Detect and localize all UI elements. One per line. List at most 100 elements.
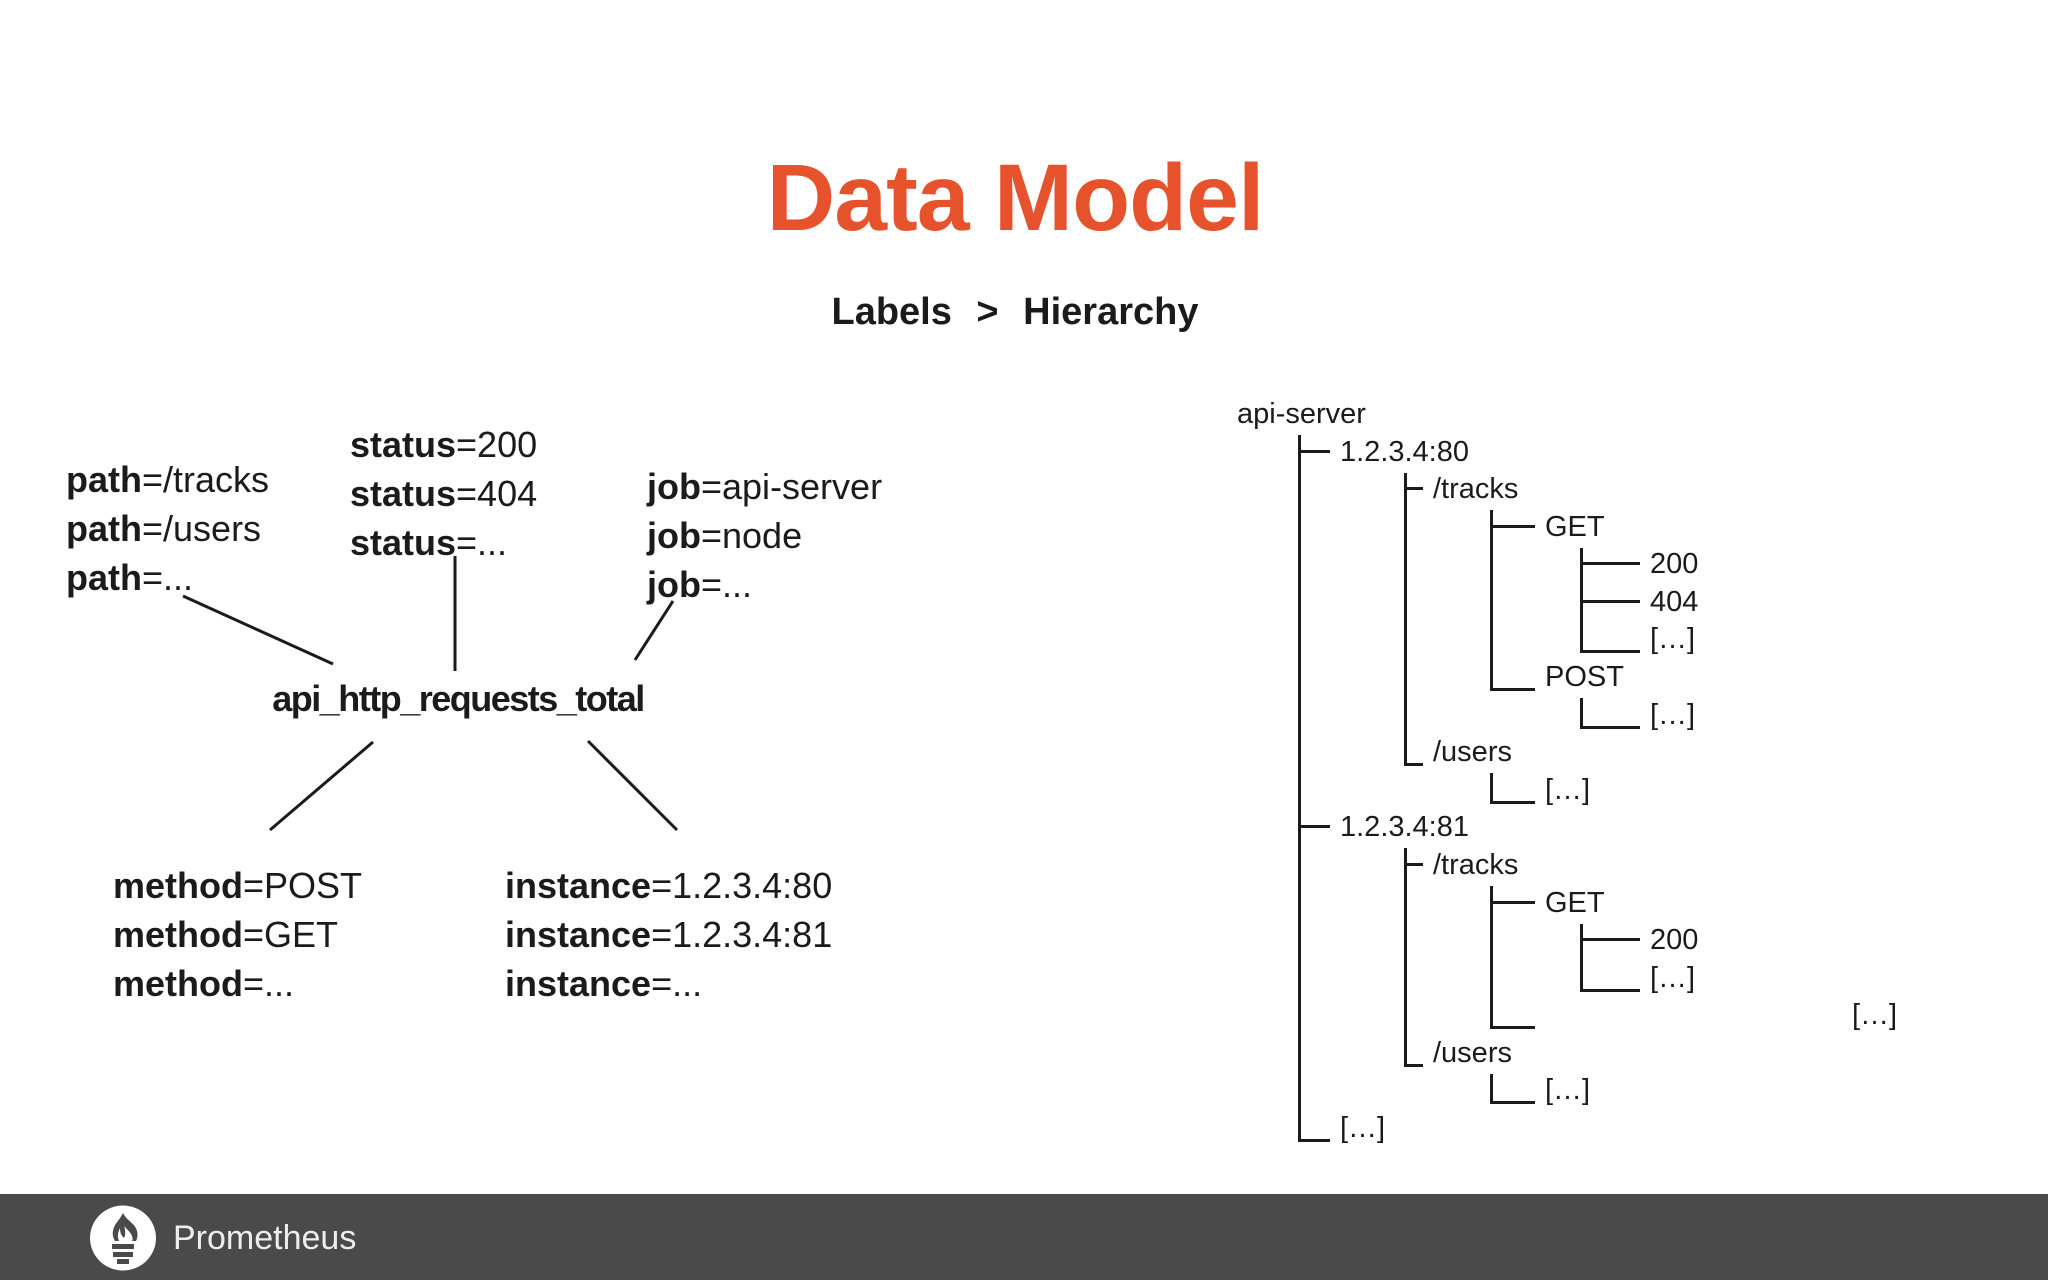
tree-node-label: GET [1545, 887, 1605, 919]
tree-connector-line [1298, 450, 1330, 453]
label-line: job=node [647, 511, 882, 560]
label-value: =node [700, 515, 803, 556]
label-line: status=200 [350, 420, 537, 469]
tree-node-label: […] [1852, 999, 1898, 1031]
label-line: instance=1.2.3.4:80 [505, 861, 832, 910]
tree-connector-line [1490, 1101, 1535, 1104]
tree-connector-line [1580, 650, 1640, 653]
tree-node-label: […] [1340, 1112, 1386, 1144]
label-connector-line [269, 740, 374, 832]
label-value: =... [243, 963, 295, 1004]
tree-connector-line [1404, 473, 1407, 766]
label-key: path [66, 508, 142, 549]
tree-connector-line [1580, 938, 1640, 941]
label-value: =POST [243, 865, 363, 906]
label-value: =... [651, 963, 703, 1004]
tree-connector-line [1298, 1139, 1330, 1142]
tree-connector-line [1404, 1064, 1423, 1067]
label-key: job [647, 515, 701, 556]
label-key: status [350, 473, 457, 514]
tree-connector-line [1490, 510, 1493, 691]
label-connector-line [633, 600, 675, 661]
tree-node-label: […] [1650, 699, 1696, 731]
tree-node-label: […] [1545, 774, 1591, 806]
label-line: method=... [113, 959, 362, 1008]
tree-node-label: /users [1433, 1037, 1512, 1069]
label-value: =1.2.3.4:80 [651, 865, 833, 906]
label-key: method [113, 865, 243, 906]
tree-connector-line [1490, 901, 1535, 904]
tree-connector-line [1580, 600, 1640, 603]
tree-connector-line [1580, 548, 1583, 653]
tree-connector-line [1580, 726, 1640, 729]
label-key: instance [505, 914, 652, 955]
tree-connector-line [1580, 698, 1583, 729]
tree-connector-line [1490, 1026, 1535, 1029]
label-value: =404 [456, 473, 538, 514]
label-value: =... [700, 564, 753, 605]
label-value: =/tracks [142, 459, 270, 500]
label-value: =200 [456, 424, 538, 465]
tree-node-label: api-server [1237, 398, 1366, 430]
label-line: path=/tracks [66, 455, 269, 504]
tree-connector-line [1404, 763, 1423, 766]
label-line: job=api-server [647, 462, 882, 511]
label-key: status [350, 424, 457, 465]
tree-node-label: 404 [1650, 586, 1699, 618]
tree-connector-line [1490, 886, 1493, 1029]
footer-brand: Prometheus [173, 1219, 357, 1257]
tree-node-label: /tracks [1433, 849, 1519, 881]
label-line: path=... [66, 553, 269, 602]
tree-node-label: 200 [1650, 548, 1699, 580]
tree-connector-line [1298, 435, 1301, 1142]
label-value: =/users [142, 508, 262, 549]
label-line: path=/users [66, 504, 269, 553]
tree-connector-line [1580, 562, 1640, 565]
label-line: instance=... [505, 959, 832, 1008]
label-key: instance [505, 865, 652, 906]
tree-node-label: […] [1545, 1074, 1591, 1106]
tree-node-label: […] [1650, 623, 1696, 655]
label-value: =GET [243, 914, 339, 955]
tree-node-label: /users [1433, 736, 1512, 768]
label-value: =... [142, 557, 194, 598]
tree-node-label: 1.2.3.4:80 [1340, 436, 1469, 468]
label-value: =api-server [700, 466, 883, 507]
footer-bar: Prometheus [0, 1194, 2048, 1280]
label-key: status [350, 522, 457, 563]
tree-connector-line [1490, 688, 1535, 691]
tree-connector-line [1404, 848, 1407, 1067]
label-key: path [66, 557, 142, 598]
slide-title: Data Model [766, 145, 1265, 251]
label-line: method=GET [113, 910, 362, 959]
tree-connector-line [1490, 801, 1535, 804]
tree-node-label: /tracks [1433, 473, 1519, 505]
tree-node-label: POST [1545, 661, 1624, 693]
label-value: =1.2.3.4:81 [651, 914, 833, 955]
tree-node-label: […] [1650, 962, 1696, 994]
tree-connector-line [1490, 525, 1535, 528]
label-line: status=404 [350, 469, 537, 518]
label-line: job=... [647, 560, 882, 609]
label-line: method=POST [113, 861, 362, 910]
tree-connector-line [1404, 863, 1423, 866]
label-value: =... [456, 522, 508, 563]
prometheus-torch-icon [90, 1205, 156, 1271]
tree-node-label: GET [1545, 511, 1605, 543]
tree-connector-line [1580, 924, 1583, 992]
label-key: method [113, 963, 243, 1004]
label-key: path [66, 459, 142, 500]
tree-connector-line [1298, 825, 1330, 828]
tree-connector-line [1580, 989, 1640, 992]
metric-name: api_http_requests_total [272, 678, 645, 719]
tree-node-label: 1.2.3.4:81 [1340, 811, 1469, 843]
slide-subtitle: Labels > Hierarchy [831, 291, 1199, 333]
label-key: method [113, 914, 243, 955]
label-key: job [647, 466, 701, 507]
